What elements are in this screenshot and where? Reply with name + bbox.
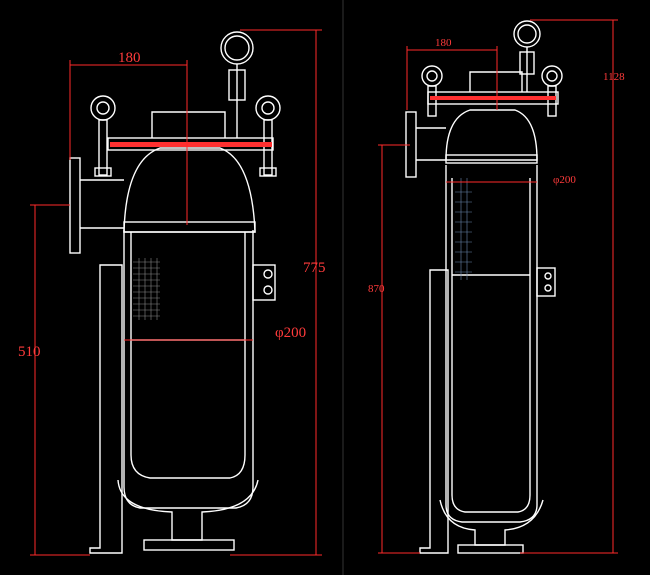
right-inlet-height-label: 870 (368, 283, 385, 295)
left-bolt-right (263, 119, 273, 176)
left-handle (151, 111, 226, 138)
right-height-label: 1128 (603, 71, 625, 83)
right-width-label: 180 (435, 37, 452, 49)
right-gasket (430, 96, 556, 100)
right-outlet-flange (457, 544, 524, 554)
left-side-bracket (252, 264, 276, 301)
left-inlet-height-label: 510 (18, 344, 41, 360)
right-handle (469, 71, 523, 92)
left-mesh (133, 258, 160, 320)
left-width-label: 180 (118, 50, 141, 66)
right-filter-bag (451, 178, 531, 513)
right-dome (445, 109, 538, 161)
left-top-flange (107, 137, 274, 151)
left-dome (123, 147, 256, 233)
left-bolt-left (98, 119, 108, 176)
left-height-label: 775 (303, 260, 326, 276)
left-outlet-flange (143, 539, 235, 551)
left-diameter-label: φ200 (275, 325, 306, 341)
right-side-bracket (536, 267, 556, 297)
right-filter-housing (405, 20, 563, 554)
left-dimensions (30, 29, 322, 556)
left-filter-bag (130, 232, 246, 479)
left-lid-ring (123, 221, 256, 233)
left-filter-housing (69, 31, 281, 554)
left-gasket (110, 142, 272, 147)
left-support-leg (89, 264, 123, 554)
right-vessel-body (445, 165, 538, 523)
right-mesh (455, 178, 472, 280)
left-inlet-pipe (80, 179, 124, 229)
right-dimensions (378, 19, 618, 554)
right-diameter-label: φ200 (553, 174, 576, 186)
